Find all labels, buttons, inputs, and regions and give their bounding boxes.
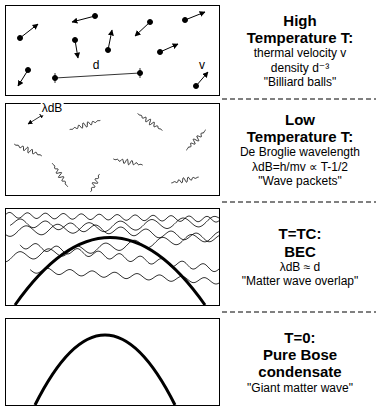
panel-note: "Matter wave overlap" [242,274,359,288]
panel-heading: T=TC: [239,225,361,242]
trap-potential [35,335,175,405]
panel-text: T=TC:BECλdB ≈ d"Matter wave overlap" [225,209,375,305]
matter-wave [10,219,219,244]
panel-note: "Wave packets" [258,174,341,188]
panel-heading: Pure Bose condensate [239,346,361,381]
panel-note: λdB=h/mv ∝ T-1/2 [252,160,348,174]
separator-lines [222,99,376,312]
panel-note: De Broglie wavelength [240,145,360,159]
panel-note: thermal velocity v [254,46,347,60]
temperature-panel: High Temperature T:thermal velocity vden… [5,5,220,96]
wave-packet [14,144,42,156]
billiard-balls [18,12,209,89]
panel-heading: High Temperature T: [239,12,361,47]
panel-heading: Low Temperature T: [239,111,361,146]
distance-label: d [92,59,101,72]
wavelength-label: λdB [41,102,64,115]
panel-note: λdB ≈ d [280,260,321,274]
wave-packets [14,113,205,191]
wave-packet [171,177,198,183]
panel-note: "Giant matter wave" [247,381,353,395]
wave-packet [138,113,163,130]
temperature-panel: T=0:Pure Bose condensate"Giant matter wa… [5,318,220,406]
wave-packet [70,120,101,129]
panel-text: High Temperature T:thermal velocity vden… [225,6,375,95]
wave-packet [186,130,205,150]
panel-text: T=0:Pure Bose condensate"Giant matter wa… [225,319,375,405]
panel-heading: BEC [239,243,361,260]
panel-text: Low Temperature T:De Broglie wavelengthλ… [225,104,375,195]
wave-packet [90,174,99,192]
matter-wave [6,216,219,236]
panel-note: "Billiard balls" [264,75,337,89]
panel-heading: T=0: [239,329,361,346]
wave-packet [113,159,142,165]
panel-note: density d⁻³ [271,61,329,75]
wave-packet [52,163,67,186]
matter-wave [6,212,219,222]
matter-wave [20,244,219,275]
temperature-panel: Low Temperature T:De Broglie wavelengthλ… [5,103,220,196]
velocity-label: v [198,59,206,72]
trap-potential [15,238,205,306]
temperature-panel: T=TC:BECλdB ≈ d"Matter wave overlap" [5,208,220,306]
